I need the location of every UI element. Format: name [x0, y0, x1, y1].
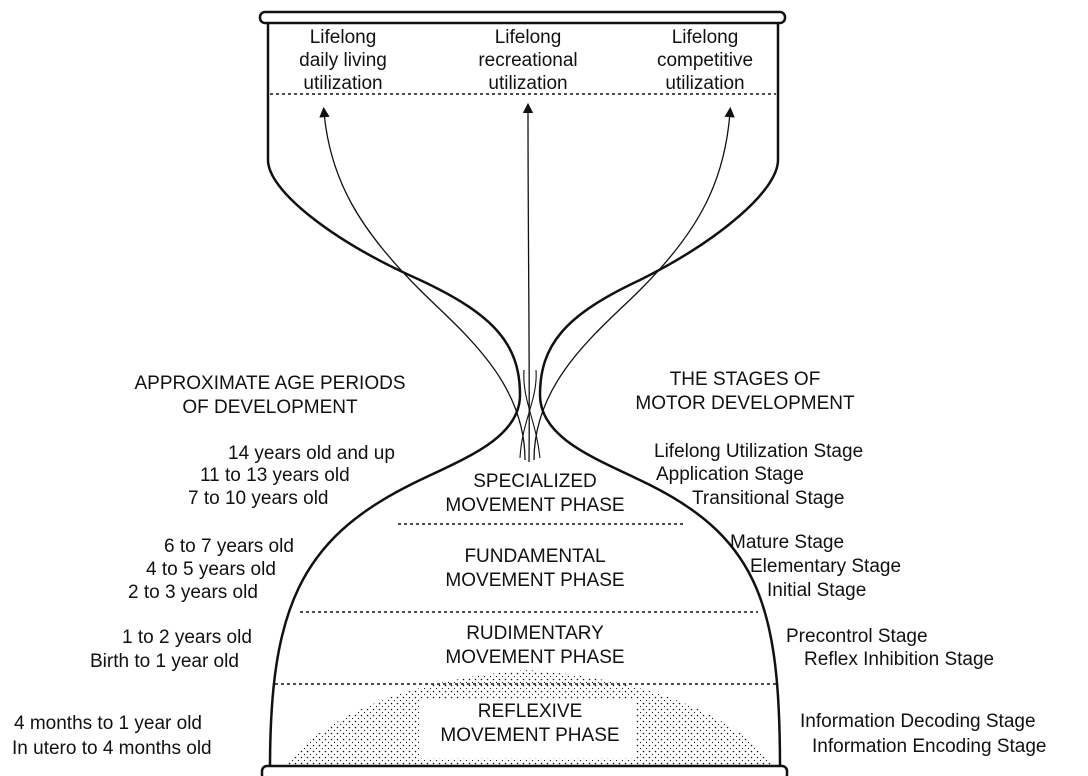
motor-stages-heading-line1: THE STAGES OF [669, 369, 821, 390]
age-periods-heading-line1: APPROXIMATE AGE PERIODS [134, 373, 406, 394]
arrow-left [319, 106, 526, 461]
outcome-competitive-line3: utilization [665, 73, 745, 94]
stage-transitional: Transitional Stage [692, 488, 845, 509]
motor-stages-heading-line2: MOTOR DEVELOPMENT [635, 393, 855, 414]
stage-application: Application Stage [656, 464, 804, 485]
stage-information-encoding: Information Encoding Stage [812, 736, 1047, 757]
outcome-recreational-line2: recreational [478, 50, 578, 71]
phase-fundamental-line2: MOVEMENT PHASE [445, 570, 625, 591]
motor-stages-heading: THE STAGES OF MOTOR DEVELOPMENT [620, 368, 870, 416]
age-reflexive-1: 4 months to 1 year old [14, 713, 202, 734]
age-fundamental-3: 2 to 3 years old [128, 582, 258, 603]
phase-fundamental-line1: FUNDAMENTAL [464, 546, 606, 567]
age-fundamental-1: 6 to 7 years old [164, 536, 294, 557]
stage-elementary: Elementary Stage [750, 556, 902, 577]
phase-rudimentary-line2: MOVEMENT PHASE [445, 647, 625, 668]
arrow-center [522, 102, 534, 463]
neck-strand-2 [523, 369, 541, 459]
phase-specialized-line2: MOVEMENT PHASE [445, 495, 625, 516]
phase-fundamental: FUNDAMENTAL MOVEMENT PHASE [400, 545, 670, 593]
phase-reflexive-line2: MOVEMENT PHASE [440, 725, 620, 746]
top-cap [258, 10, 787, 25]
phase-specialized-line1: SPECIALIZED [473, 471, 597, 492]
reflexive-label-clear [420, 700, 635, 758]
outcome-competitive-line2: competitive [656, 50, 754, 71]
phase-rudimentary-line1: RUDIMENTARY [466, 623, 604, 644]
age-periods-heading-line2: OF DEVELOPMENT [182, 397, 358, 418]
outcome-daily-living-line3: utilization [303, 73, 383, 94]
phase-rudimentary: RUDIMENTARY MOVEMENT PHASE [400, 622, 670, 670]
bottom-cap [260, 764, 789, 776]
phase-reflexive-line1: REFLEXIVE [477, 701, 583, 722]
outcome-recreational-line3: utilization [488, 73, 568, 94]
hourglass-left-outline [266, 22, 522, 769]
stage-precontrol: Precontrol Stage [786, 626, 928, 647]
neck-strand-1 [519, 369, 537, 459]
age-rudimentary-2: Birth to 1 year old [90, 651, 239, 672]
outcome-recreational-line1: Lifelong [494, 27, 562, 48]
phase-reflexive: REFLEXIVE MOVEMENT PHASE [400, 700, 660, 748]
age-rudimentary-1: 1 to 2 years old [122, 627, 252, 648]
stage-initial: Initial Stage [767, 580, 867, 601]
outcome-daily-living-line1: Lifelong [309, 27, 377, 48]
age-specialized-2: 11 to 13 years old [200, 465, 350, 486]
outcome-recreational: Lifelong recreational utilization [448, 26, 608, 95]
outcome-daily-living-line2: daily living [299, 50, 387, 71]
stage-mature: Mature Stage [730, 532, 845, 553]
arrow-right [533, 106, 735, 461]
age-specialized-1: 14 years old and up [228, 443, 395, 464]
age-reflexive-2: In utero to 4 months old [12, 738, 212, 759]
age-specialized-3: 7 to 10 years old [188, 488, 329, 509]
stage-information-decoding: Information Decoding Stage [800, 711, 1036, 732]
outcome-competitive-line1: Lifelong [671, 27, 739, 48]
outcome-daily-living: Lifelong daily living utilization [268, 26, 418, 95]
stage-reflex-inhibition: Reflex Inhibition Stage [804, 649, 995, 670]
phase-specialized: SPECIALIZED MOVEMENT PHASE [400, 470, 670, 518]
age-periods-heading: APPROXIMATE AGE PERIODS OF DEVELOPMENT [100, 372, 440, 420]
stage-lifelong-utilization: Lifelong Utilization Stage [654, 441, 864, 462]
hourglass-right-outline [538, 22, 782, 769]
age-fundamental-2: 4 to 5 years old [146, 559, 276, 580]
outcome-competitive: Lifelong competitive utilization [630, 26, 780, 95]
